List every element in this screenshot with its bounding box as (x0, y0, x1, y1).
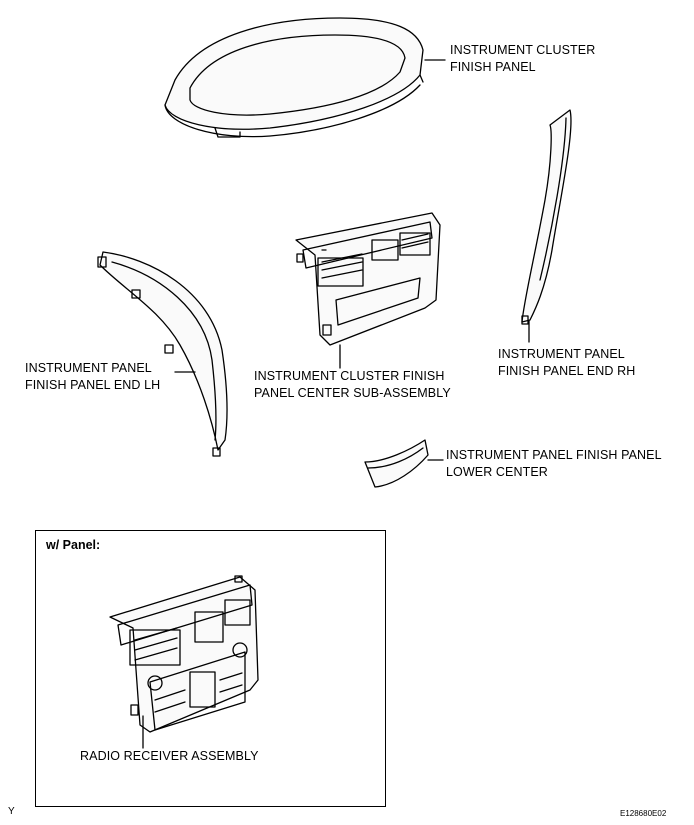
finish-panel-end-lh (97, 251, 228, 457)
finish-panel-end-rh (521, 109, 572, 325)
inset-frame (35, 530, 386, 807)
corner-left: Y (8, 806, 15, 817)
label-radio: RADIO RECEIVER ASSEMBLY (80, 749, 259, 763)
corner-right: E128680E02 (620, 809, 667, 818)
inset-title: w/ Panel: (46, 538, 101, 552)
lower-center-panel (364, 439, 429, 488)
radio-receiver-assembly (109, 575, 259, 733)
instrument-cluster-finish-panel (164, 17, 424, 138)
center-sub-assembly (295, 212, 441, 346)
